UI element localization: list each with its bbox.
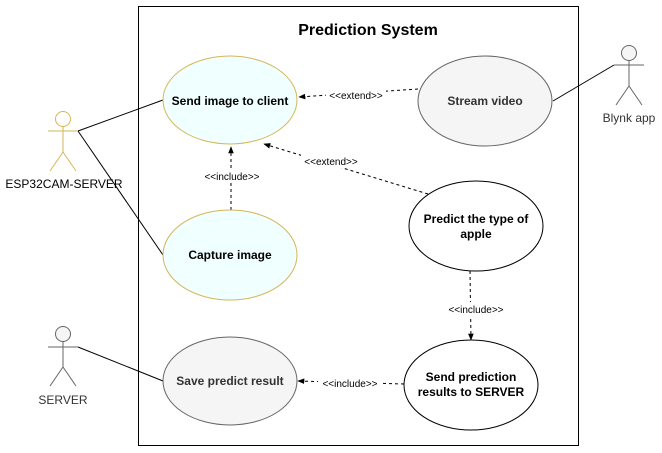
include-label-capture: <<include>> [204,172,259,183]
use-case-stream-video-label: Stream video [447,94,522,108]
actor-blynk-app-name: Blynk app [603,111,656,125]
association-esp32-send-image [77,99,164,132]
use-case-send-image[interactable]: Send image to client [162,55,298,145]
use-case-send-prediction-line1: Send prediction [426,370,517,384]
actor-esp32cam-server-name: ESP32CAM-SERVER [5,177,122,191]
use-case-send-prediction-line2: results to SERVER [418,385,525,399]
extend-label-predict: <<extend>> [304,157,358,168]
include-label-predict: <<include>> [448,305,503,316]
use-case-send-prediction[interactable]: Send prediction results to SERVER [403,339,539,431]
association-esp32-capture-image [77,130,164,256]
include-label-save: <<include>> [322,379,377,390]
extend-label-stream: <<extend>> [329,91,383,102]
use-case-predict-apple-line2: apple [460,227,492,241]
use-case-capture-image[interactable]: Capture image [162,209,298,301]
use-case-send-image-label: Send image to client [172,94,289,108]
association-blynk-stream-video [552,64,615,102]
extend-predict-to-send-image [263,143,429,195]
use-case-save-result-label: Save predict result [176,374,283,388]
actor-esp32cam-server[interactable] [48,111,78,172]
use-case-predict-apple[interactable]: Predict the type of apple [408,180,544,272]
association-server-save-result [77,346,164,382]
use-case-predict-apple-line1: Predict the type of [424,212,530,226]
actor-server[interactable] [48,326,78,387]
extend-stream-to-send-image [298,88,419,100]
actor-blynk-app[interactable] [614,45,644,106]
actor-server-name: SERVER [38,393,87,407]
system-title: Prediction System [298,22,438,39]
use-case-save-result[interactable]: Save predict result [162,336,298,426]
use-case-capture-image-label: Capture image [188,248,272,262]
use-case-stream-video[interactable]: Stream video [417,55,553,147]
